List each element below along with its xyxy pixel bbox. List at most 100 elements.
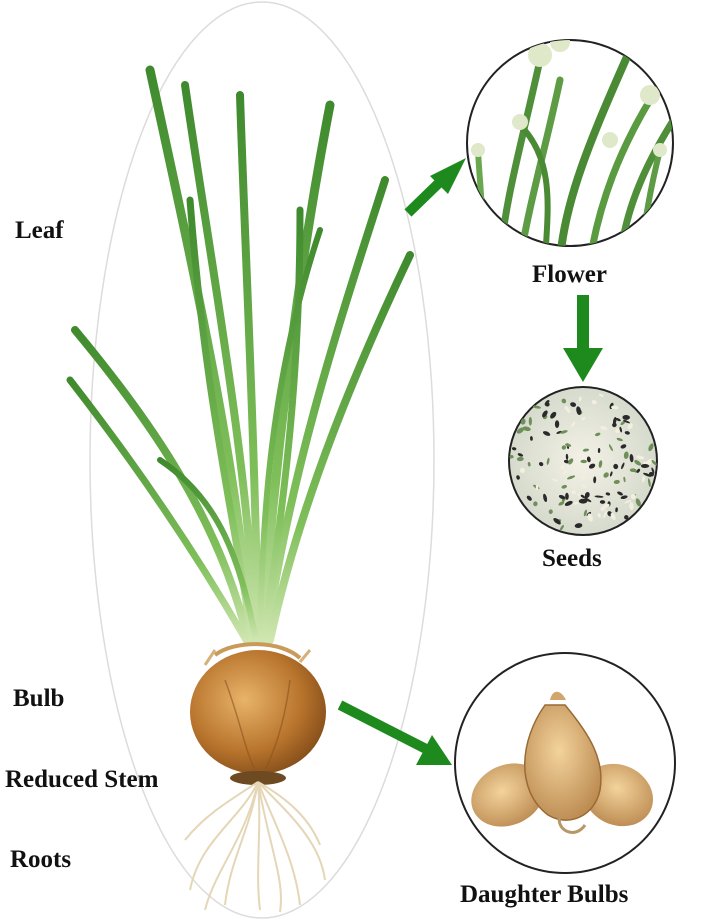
- seed-speck: [620, 444, 627, 449]
- seed-speck: [651, 467, 655, 474]
- flower-image: [466, 39, 674, 247]
- arrow-flower-to-seeds: [563, 295, 603, 382]
- seed-speck: [571, 490, 576, 495]
- seed-speck: [619, 426, 623, 433]
- reduced-stem-shape: [230, 771, 286, 785]
- seed-speck: [640, 463, 650, 468]
- seed-speck: [563, 470, 567, 475]
- seed-speck: [603, 503, 610, 508]
- seed-speck: [530, 436, 533, 441]
- bulb-shape: [190, 650, 326, 774]
- seed-speck: [520, 418, 526, 425]
- seed-speck: [582, 448, 590, 452]
- leaf-blade: [260, 206, 304, 644]
- seed-speck: [615, 507, 618, 513]
- arrow-leaf-to-flower: [404, 158, 466, 217]
- label-daughter-bulbs: Daughter Bulbs: [460, 881, 629, 908]
- seed-speck: [615, 427, 621, 434]
- seed-speck: [550, 411, 557, 419]
- seed-speck: [594, 432, 601, 437]
- seed-speck: [560, 430, 568, 434]
- seed-speck: [580, 459, 587, 464]
- seed-speck: [624, 500, 632, 504]
- seed-speck: [588, 463, 596, 469]
- seed-speck: [577, 492, 583, 499]
- seed-speck: [600, 426, 608, 431]
- seed-speck: [613, 479, 620, 484]
- seed-speck: [623, 476, 626, 483]
- leaf-blade: [262, 176, 389, 644]
- daughter-bulbs-image: [454, 652, 676, 874]
- seed-speck: [608, 444, 613, 452]
- seed-speck: [593, 476, 597, 484]
- seed-speck: [548, 509, 553, 515]
- label-bulb: Bulb: [13, 685, 65, 712]
- seed-speck: [634, 460, 642, 466]
- seed-speck: [641, 475, 645, 483]
- seed-speck: [627, 423, 633, 430]
- seed-speck: [630, 493, 636, 500]
- seed-speck: [533, 501, 538, 507]
- leaf-blade: [66, 376, 250, 644]
- seed-speck: [554, 420, 560, 429]
- seed-speck: [624, 431, 630, 435]
- seed-speck: [622, 414, 630, 420]
- leaf-blade: [181, 81, 259, 644]
- seed-speck: [612, 416, 617, 425]
- seed-speck: [556, 430, 562, 434]
- seed-speck: [597, 513, 601, 518]
- seed-speck: [581, 483, 586, 489]
- seed-speck: [635, 498, 641, 507]
- seed-speck: [553, 517, 561, 525]
- seed-speck: [561, 445, 567, 450]
- seed-speck: [580, 475, 587, 479]
- seed-speck: [511, 447, 517, 451]
- seed-speck: [509, 455, 514, 459]
- seed-speck: [578, 396, 582, 402]
- seed-speck: [527, 461, 531, 467]
- seed-speck: [516, 427, 525, 434]
- seed-speck: [559, 524, 565, 531]
- seed-speck: [617, 491, 623, 496]
- seed-speck: [581, 417, 586, 421]
- leaf-blade: [157, 457, 259, 643]
- plant-image: [66, 65, 414, 913]
- seed-speck: [570, 421, 576, 428]
- seed-speck: [613, 463, 619, 470]
- seed-speck: [516, 475, 520, 480]
- seed-speck: [542, 410, 548, 418]
- seed-speck: [517, 453, 524, 457]
- label-flower: Flower: [532, 261, 607, 288]
- seed-speck: [565, 492, 569, 500]
- seed-speck: [629, 468, 637, 473]
- seed-speck: [583, 509, 587, 517]
- seed-speck: [545, 400, 550, 404]
- seed-speck: [565, 453, 569, 461]
- seed-speck: [566, 475, 576, 480]
- seed-speck: [563, 459, 570, 464]
- seed-speck: [519, 467, 525, 474]
- seed-speck: [576, 406, 582, 415]
- seed-speck: [561, 398, 567, 404]
- seed-speck: [532, 405, 541, 409]
- seed-speck: [578, 498, 588, 504]
- seed-speck: [623, 451, 629, 460]
- leaf-blade: [257, 227, 323, 643]
- label-leaf: Leaf: [15, 217, 64, 244]
- arrow-bulb-to-daughter-bulbs: [337, 700, 452, 765]
- seed-speck: [594, 495, 604, 498]
- seed-speck: [609, 471, 613, 477]
- roots-shape: [184, 781, 326, 913]
- label-roots: Roots: [10, 846, 72, 873]
- seed-speck: [629, 453, 634, 463]
- seed-speck: [620, 420, 626, 426]
- seed-speck: [535, 484, 539, 491]
- seed-speck: [603, 510, 608, 519]
- seed-speck: [584, 491, 590, 498]
- seeds-image: [508, 386, 658, 536]
- seed-speck: [522, 426, 531, 432]
- seed-speck: [552, 478, 558, 482]
- seed-speck: [568, 458, 574, 465]
- seed-speck: [605, 492, 611, 496]
